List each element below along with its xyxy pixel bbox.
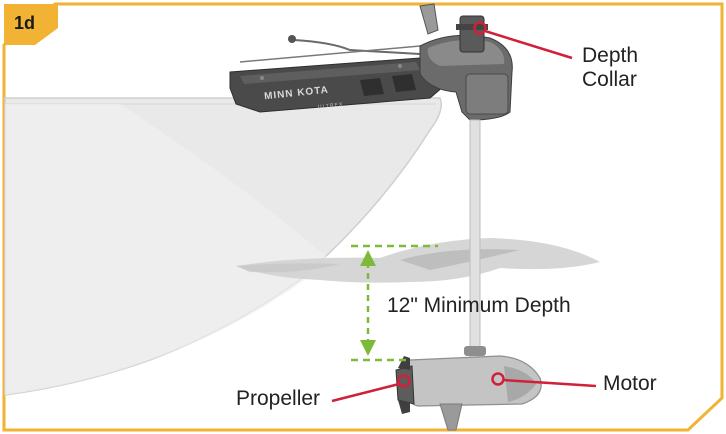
propeller-blade-bottom [398, 400, 410, 414]
cable-knob [288, 35, 296, 43]
propeller-blade-top [398, 356, 410, 370]
water-wave [400, 249, 520, 270]
dimension-arrowhead-up [360, 250, 376, 266]
propeller-leader [331, 382, 400, 403]
depth-collar-ring [456, 24, 488, 30]
motor-nose [504, 366, 536, 402]
stow-bracket [419, 3, 439, 35]
depth-collar-marker [473, 21, 487, 35]
motor-shaft [469, 119, 481, 359]
mount-bolt [260, 76, 264, 80]
dimension-arrowhead-down [360, 340, 376, 356]
shaft-collar [464, 346, 486, 356]
control-cable [293, 39, 421, 55]
motor-skeg [439, 403, 463, 431]
mount-bolt [398, 64, 402, 68]
steering-housing [465, 73, 509, 115]
tether-wire [239, 45, 421, 63]
propeller-label: Propeller [236, 387, 321, 410]
propeller-marker [397, 374, 411, 388]
mount-cutouts [360, 74, 416, 96]
step-badge: 1d [14, 13, 36, 33]
water-surface-front [236, 263, 340, 273]
motor-leader [502, 378, 597, 388]
depth-collar-label-line2: Collar [582, 68, 637, 91]
depth-collar-label-line1: Depth [582, 44, 639, 67]
hull-shading [5, 104, 330, 395]
step-badge-tab [4, 4, 58, 45]
depth-collar-leader [484, 29, 573, 60]
depth-collar-label: Depth Collar [582, 44, 638, 92]
mount-highlight [240, 62, 420, 84]
motor-label: Motor [603, 372, 657, 395]
minimum-depth-label: 12" Minimum Depth [387, 294, 571, 317]
steering-head-top [427, 40, 505, 66]
